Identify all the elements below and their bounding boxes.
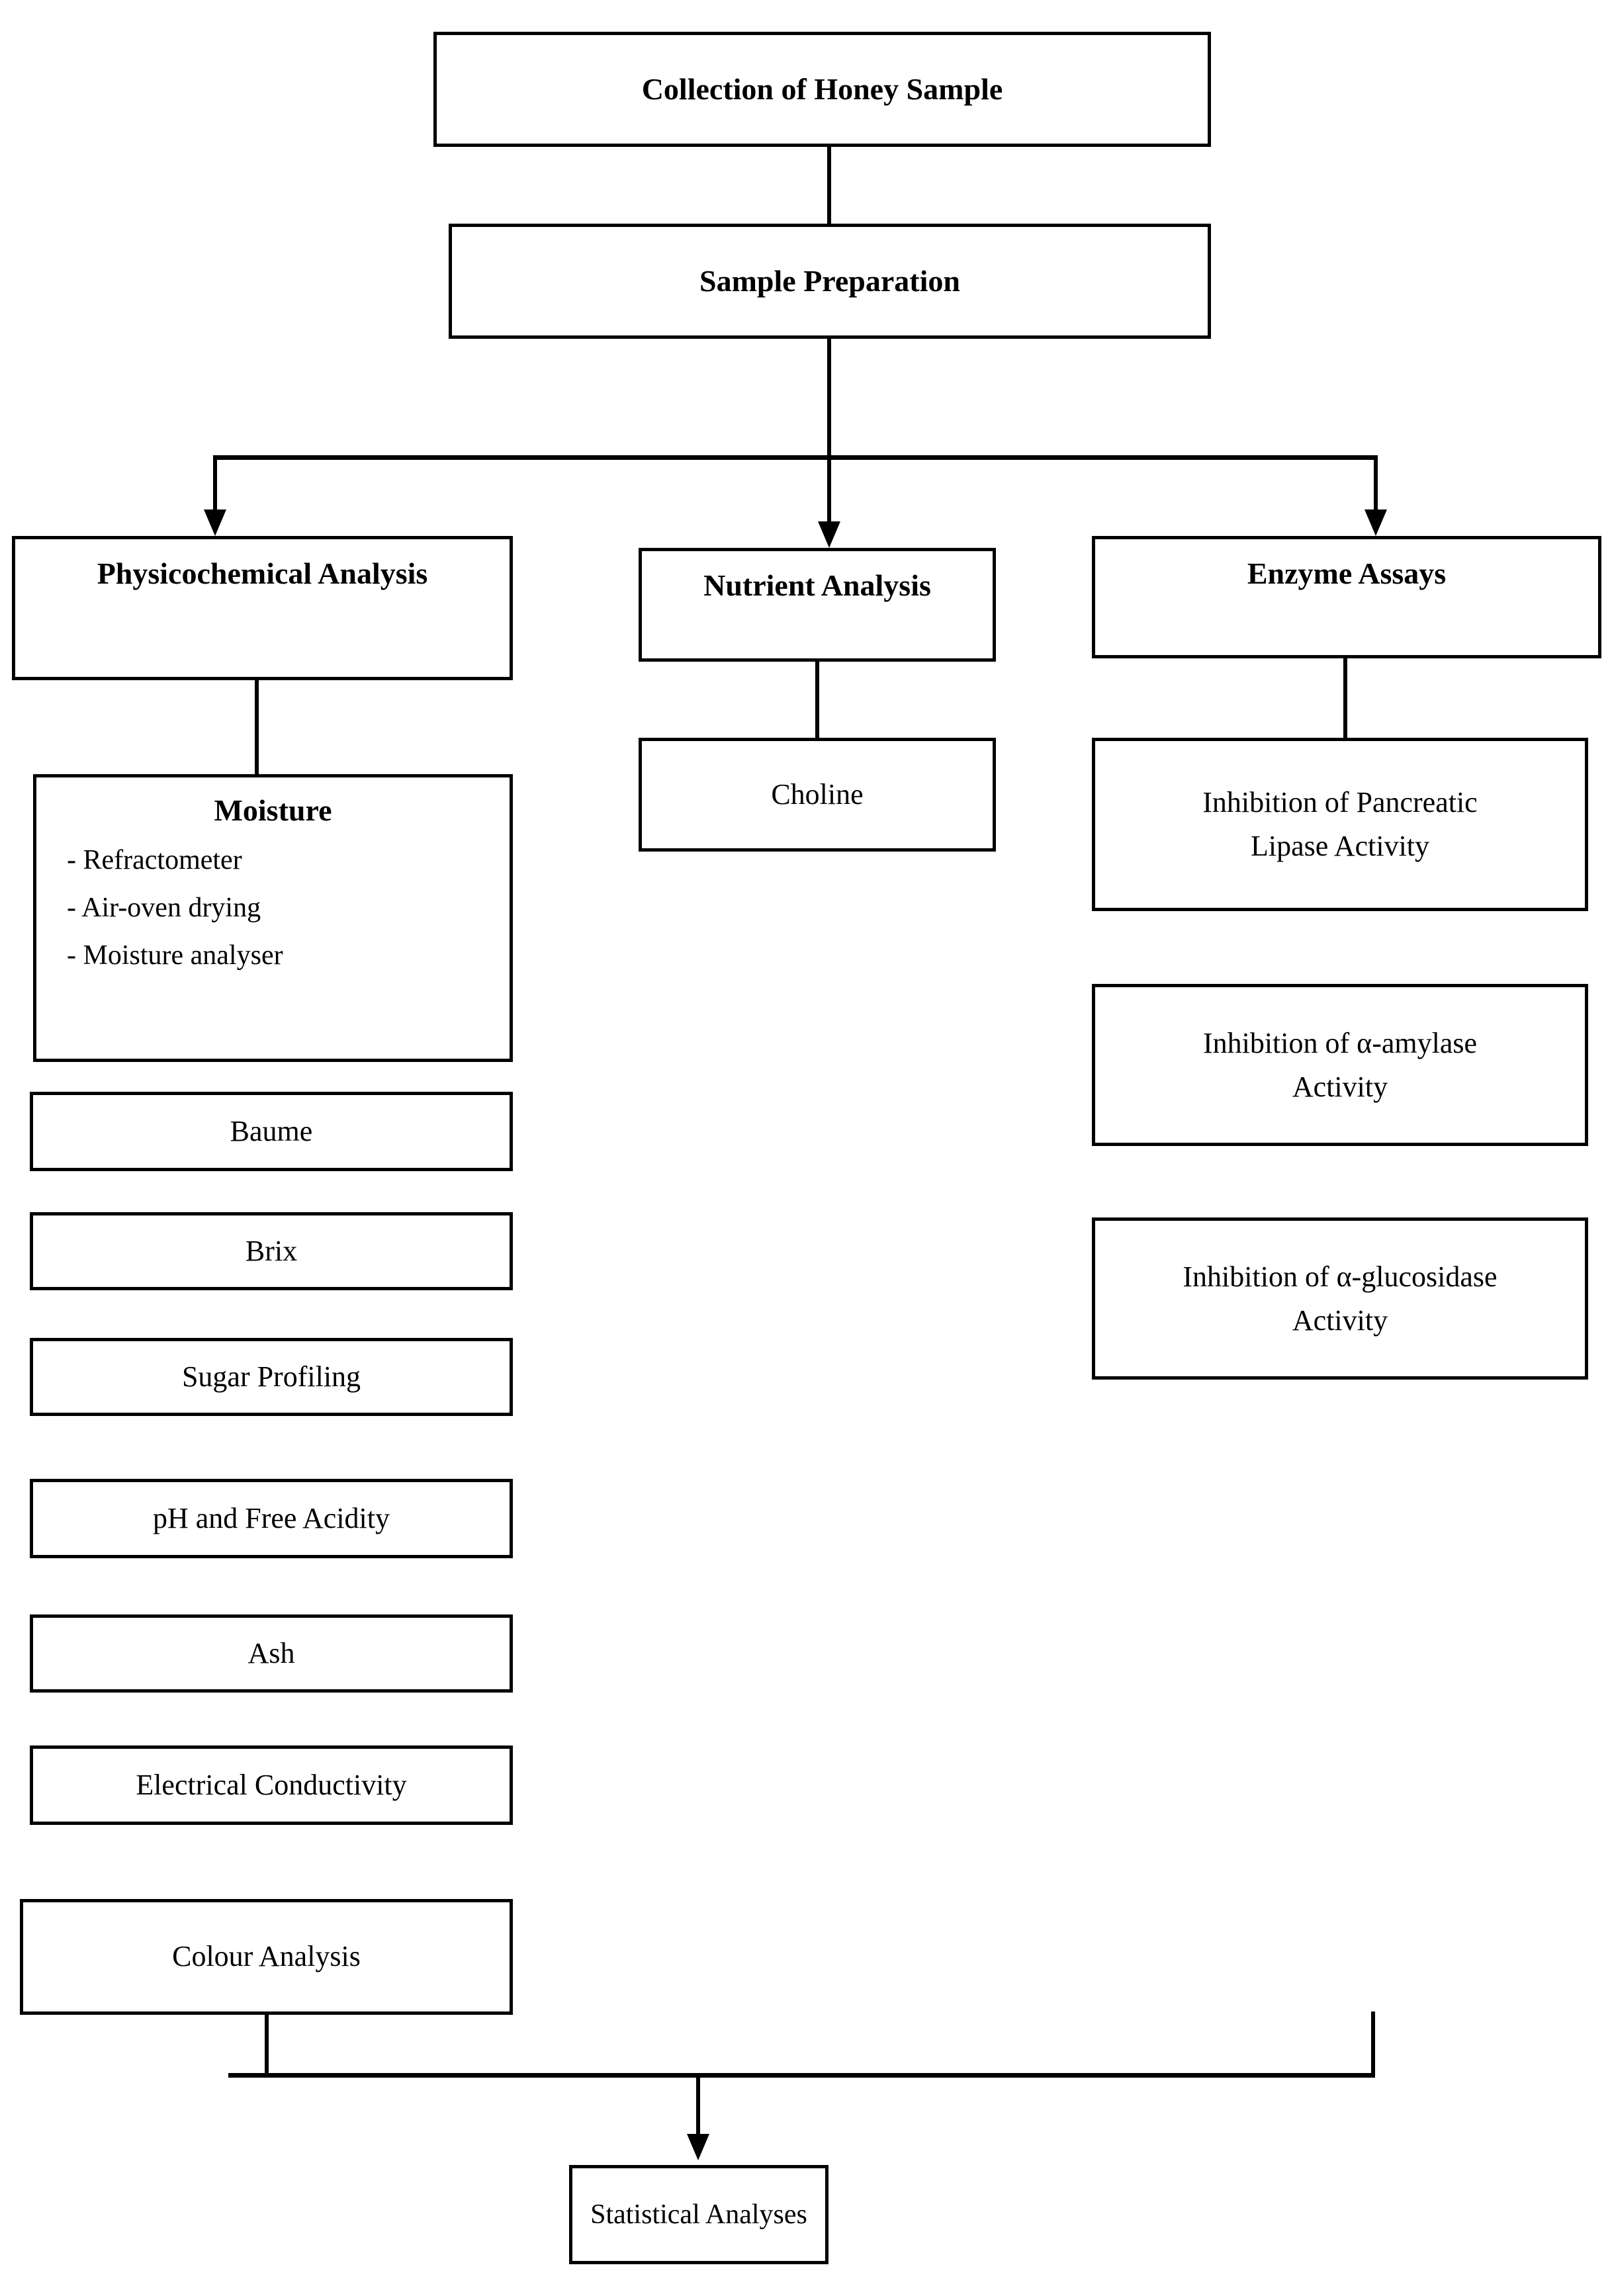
arrowhead-to-nutrient xyxy=(818,521,840,548)
node-colour-analysis-label: Colour Analysis xyxy=(172,1940,361,1973)
node-amylase-label: Inhibition of α-amylase Activity xyxy=(1202,1026,1478,1103)
moisture-method-item: - Refractometer xyxy=(67,845,242,876)
node-brix[interactable]: Brix xyxy=(30,1212,513,1290)
connector-nutrient-to-choline xyxy=(815,662,819,738)
node-inhibition-alpha-glucosidase[interactable]: Inhibition of α-glucosidase Activity xyxy=(1092,1217,1588,1380)
node-inhibition-alpha-amylase[interactable]: Inhibition of α-amylase Activity xyxy=(1092,984,1588,1146)
arrowhead-to-physicochemical xyxy=(204,509,226,536)
node-colour-analysis[interactable]: Colour Analysis xyxy=(20,1899,513,2015)
node-ph-and-free-acidity[interactable]: pH and Free Acidity xyxy=(30,1479,513,1558)
connector-colour-to-merge xyxy=(265,2015,269,2078)
node-glucosidase-label: Inhibition of α-glucosidase Activity xyxy=(1183,1260,1498,1337)
connector-branch-bar xyxy=(213,455,1378,460)
node-baume-label: Baume xyxy=(230,1114,313,1147)
arrowhead-to-enzyme xyxy=(1364,509,1387,536)
node-physicochemical-analysis[interactable]: Physicochemical Analysis xyxy=(12,536,513,680)
node-brix-label: Brix xyxy=(245,1234,298,1267)
connector-enzyme-to-lipase xyxy=(1343,658,1347,738)
connector-branch-left xyxy=(213,455,217,515)
node-ph-free-acidity-label: pH and Free Acidity xyxy=(152,1501,390,1534)
node-inhibition-pancreatic-lipase[interactable]: Inhibition of Pancreatic Lipase Activity xyxy=(1092,738,1588,911)
node-statistical-analyses-label: Statistical Analyses xyxy=(590,2199,807,2230)
connector-collection-to-preparation xyxy=(827,147,831,224)
node-collection-of-honey-sample[interactable]: Collection of Honey Sample xyxy=(433,32,1211,147)
node-statistical-analyses[interactable]: Statistical Analyses xyxy=(569,2165,828,2264)
connector-merge-bar xyxy=(228,2073,1374,2078)
node-moisture[interactable]: Moisture - Refractometer - Air-oven dryi… xyxy=(33,774,513,1062)
node-nutrient-analysis[interactable]: Nutrient Analysis xyxy=(639,548,996,662)
node-lipase-label: Inhibition of Pancreatic Lipase Activity xyxy=(1202,786,1478,862)
moisture-method-list: - Refractometer - Air-oven drying - Mois… xyxy=(36,826,510,969)
node-choline[interactable]: Choline xyxy=(639,738,996,852)
moisture-method-item: - Moisture analyser xyxy=(67,940,283,971)
node-enzyme-label: Enzyme Assays xyxy=(1247,556,1447,590)
node-sample-preparation-label: Sample Preparation xyxy=(699,263,960,298)
node-enzyme-assays[interactable]: Enzyme Assays xyxy=(1092,536,1601,658)
node-moisture-title: Moisture xyxy=(214,793,332,827)
node-baume[interactable]: Baume xyxy=(30,1092,513,1171)
connector-preparation-stem xyxy=(827,339,831,534)
node-electrical-conductivity-label: Electrical Conductivity xyxy=(136,1768,407,1801)
arrowhead-to-statistical-analyses xyxy=(687,2134,709,2160)
node-nutrient-label: Nutrient Analysis xyxy=(703,568,931,602)
connector-physicochemical-to-moisture xyxy=(255,680,259,774)
node-ash-label: Ash xyxy=(247,1636,295,1669)
node-choline-label: Choline xyxy=(771,777,864,811)
node-electrical-conductivity[interactable]: Electrical Conductivity xyxy=(30,1745,513,1825)
connector-merge-to-statistical xyxy=(696,2078,700,2137)
node-sample-preparation[interactable]: Sample Preparation xyxy=(449,224,1211,339)
node-physicochemical-label: Physicochemical Analysis xyxy=(97,556,428,590)
node-sugar-profiling[interactable]: Sugar Profiling xyxy=(30,1338,513,1416)
node-collection-label: Collection of Honey Sample xyxy=(641,71,1003,106)
connector-enzyme-column-to-merge xyxy=(1371,2011,1375,2078)
node-sugar-profiling-label: Sugar Profiling xyxy=(181,1360,361,1393)
connector-branch-right xyxy=(1374,455,1378,515)
node-ash[interactable]: Ash xyxy=(30,1614,513,1693)
moisture-method-item: - Air-oven drying xyxy=(67,893,261,924)
